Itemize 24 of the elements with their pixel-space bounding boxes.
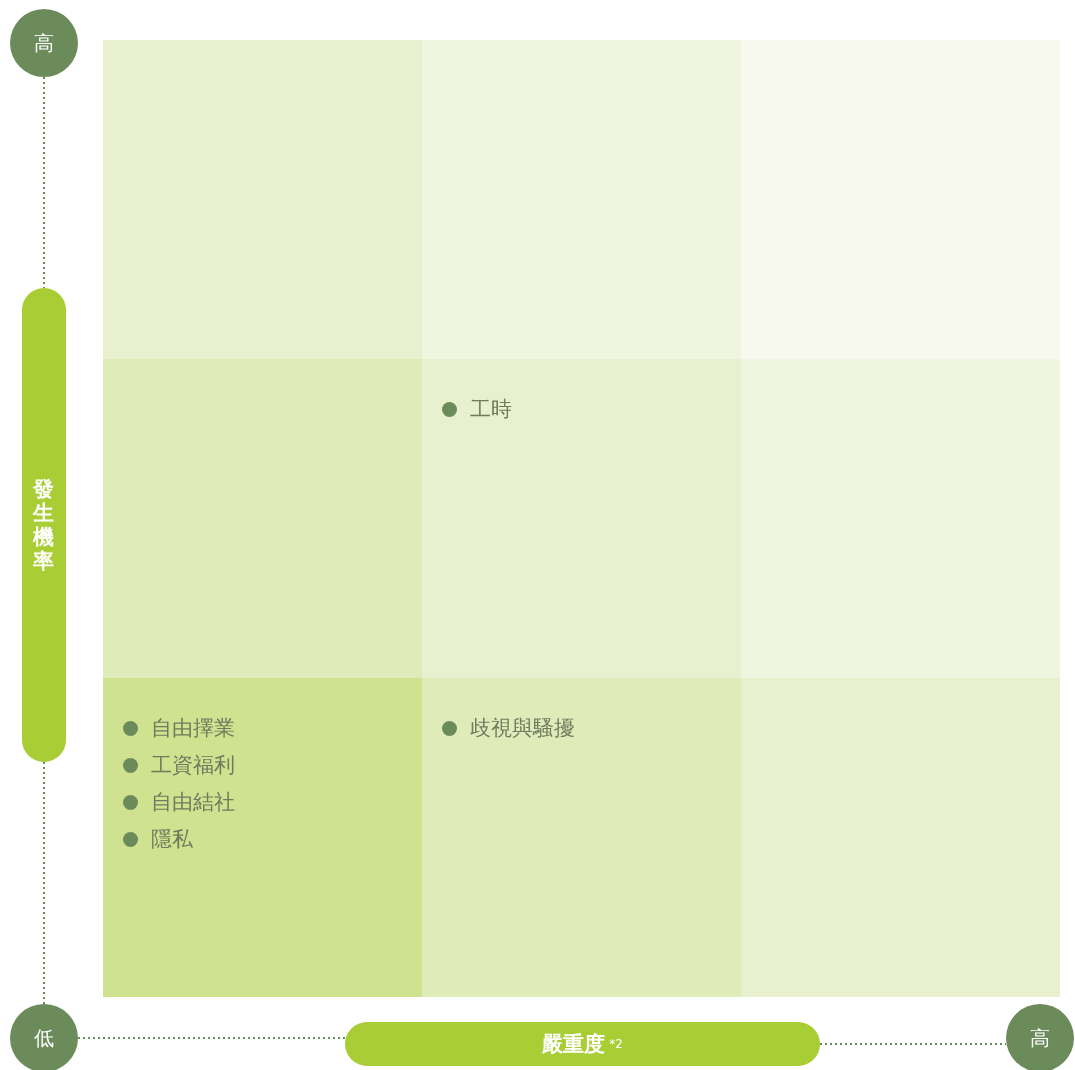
axis-title: 發生機率 <box>32 476 55 574</box>
matrix-cell <box>741 40 1060 359</box>
axis-end-circle: 高 <box>10 9 78 77</box>
matrix-cell <box>422 678 741 997</box>
bullet-item: 隱私 <box>123 821 193 858</box>
bullet-item: 工資福利 <box>123 747 235 784</box>
bullet-item: 自由結社 <box>123 784 235 821</box>
matrix-cell <box>103 40 422 359</box>
matrix-cell <box>103 678 422 997</box>
axis-title-bar: 嚴重度$^{*2}$ <box>345 1022 820 1066</box>
axis-title-bar <box>22 288 66 762</box>
axis-origin-circle: 低 <box>10 1004 78 1070</box>
bullet-item: 歧視與騷擾 <box>442 710 575 747</box>
matrix-cell <box>741 359 1060 678</box>
axis-line <box>43 761 45 1005</box>
axis-line <box>43 76 45 289</box>
matrix-cell <box>422 40 741 359</box>
matrix-cell <box>422 359 741 678</box>
axis-line <box>77 1037 346 1039</box>
matrix-cell <box>103 359 422 678</box>
bullet-item: 自由擇業 <box>123 710 235 747</box>
axis-end-circle: 高 <box>1006 1004 1074 1070</box>
bullet-item: 工時 <box>442 391 512 428</box>
matrix-cell <box>741 678 1060 997</box>
